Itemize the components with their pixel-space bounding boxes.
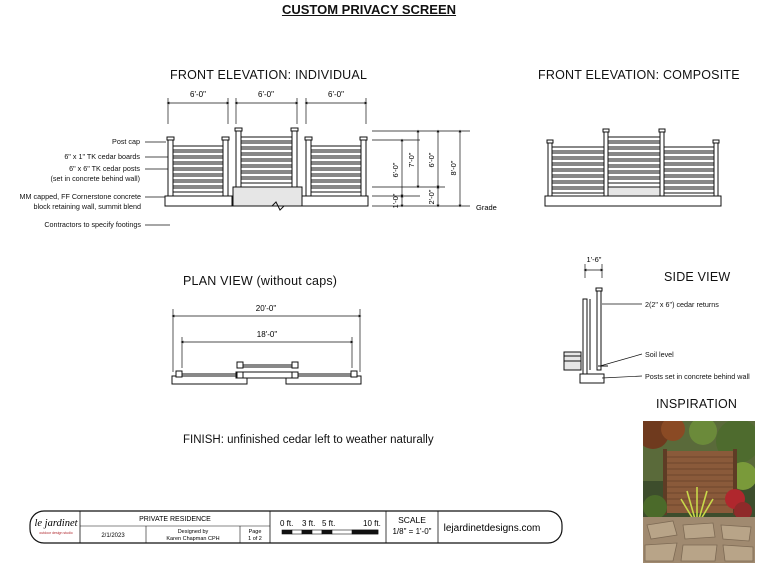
front-elevation-composite xyxy=(544,128,722,207)
height-dimensions xyxy=(372,129,470,208)
callout-soil-level: Soil level xyxy=(645,350,674,359)
panel-right xyxy=(304,136,368,197)
callout-cedar-returns: 2(2" x 6") cedar returns xyxy=(645,300,719,309)
brand-logo-sub: outdoor design studio xyxy=(39,531,73,535)
scale-tick-0: 0 ft. xyxy=(280,519,293,528)
inspiration-photo xyxy=(643,421,755,563)
dim-vert-1ft: 1'-0" xyxy=(391,193,400,208)
panel-left xyxy=(166,136,230,197)
dim-vert-2ft: 2'-0" xyxy=(427,189,436,204)
project-name: PRIVATE RESIDENCE xyxy=(139,516,211,523)
scale-label: SCALE xyxy=(398,515,426,525)
side-view xyxy=(563,264,608,384)
callout-retaining-wall-blend: block retaining wall, summit blend xyxy=(33,202,141,211)
callout-posts-concrete: Posts set in concrete behind wall xyxy=(645,372,750,381)
drawing-date: 2/1/2023 xyxy=(101,533,125,539)
dim-vert-6ft-a: 6'-0" xyxy=(391,162,400,177)
page-title: CUSTOM PRIVACY SCREEN xyxy=(281,2,457,17)
designed-by-label: Designed by xyxy=(178,529,209,535)
side-view-heading: SIDE VIEW xyxy=(664,270,731,284)
scale-tick-5: 5 ft. xyxy=(322,519,335,528)
designer-name: Karen Chapman CPH xyxy=(166,536,219,542)
callout-cedar-posts: 6" x 6" TK cedar posts xyxy=(69,164,140,173)
grade-label: Grade xyxy=(476,203,497,212)
page-label: Page xyxy=(249,529,262,535)
plan-dim-outer: 20'-0" xyxy=(256,304,277,313)
finish-note: FINISH: unfinished cedar left to weather… xyxy=(183,434,434,446)
brand-logo: le jardinet xyxy=(34,518,78,529)
callout-post-cap: Post cap xyxy=(112,137,140,146)
title-block xyxy=(29,510,563,544)
dim-vert-8ft: 8'-0" xyxy=(449,160,458,175)
dim-panel-2: 6'-0" xyxy=(258,90,274,99)
scale-tick-3: 3 ft. xyxy=(302,519,315,528)
panel-center xyxy=(234,127,299,188)
scale-bar xyxy=(281,529,379,535)
front-elevation-composite-heading: FRONT ELEVATION: COMPOSITE xyxy=(538,68,740,82)
side-view-dim: 1'-6" xyxy=(587,255,602,264)
page-number: 1 of 2 xyxy=(248,536,262,542)
plan-view xyxy=(171,309,362,385)
side-view-leaders xyxy=(599,303,643,379)
website: lejardinetdesigns.com xyxy=(444,523,541,534)
callout-retaining-wall: MM capped, FF Cornerstone concrete xyxy=(19,192,141,201)
front-elevation-individual-heading: FRONT ELEVATION: INDIVIDUAL xyxy=(170,68,368,82)
callout-cedar-posts-note: (set in concrete behind wall) xyxy=(50,174,141,183)
dim-panel-3: 6'-0" xyxy=(328,90,344,99)
dim-panel-1: 6'-0" xyxy=(190,90,206,99)
plan-dim-inner: 18'-0" xyxy=(257,330,278,339)
inspiration-heading: INSPIRATION xyxy=(656,397,738,411)
dim-vert-7ft: 7'-0" xyxy=(407,152,416,167)
width-dimensions xyxy=(166,98,368,124)
scale-tick-10: 10 ft. xyxy=(363,519,381,528)
callout-cedar-boards: 6" x 1" TK cedar boards xyxy=(64,152,140,161)
plan-view-heading: PLAN VIEW (without caps) xyxy=(183,274,338,288)
dim-vert-6ft-b: 6'-0" xyxy=(427,152,436,167)
callout-footings: Contractors to specify footings xyxy=(44,220,141,229)
scale-value: 1/8" = 1'-0" xyxy=(392,527,431,536)
front-elevation-individual xyxy=(164,127,369,211)
